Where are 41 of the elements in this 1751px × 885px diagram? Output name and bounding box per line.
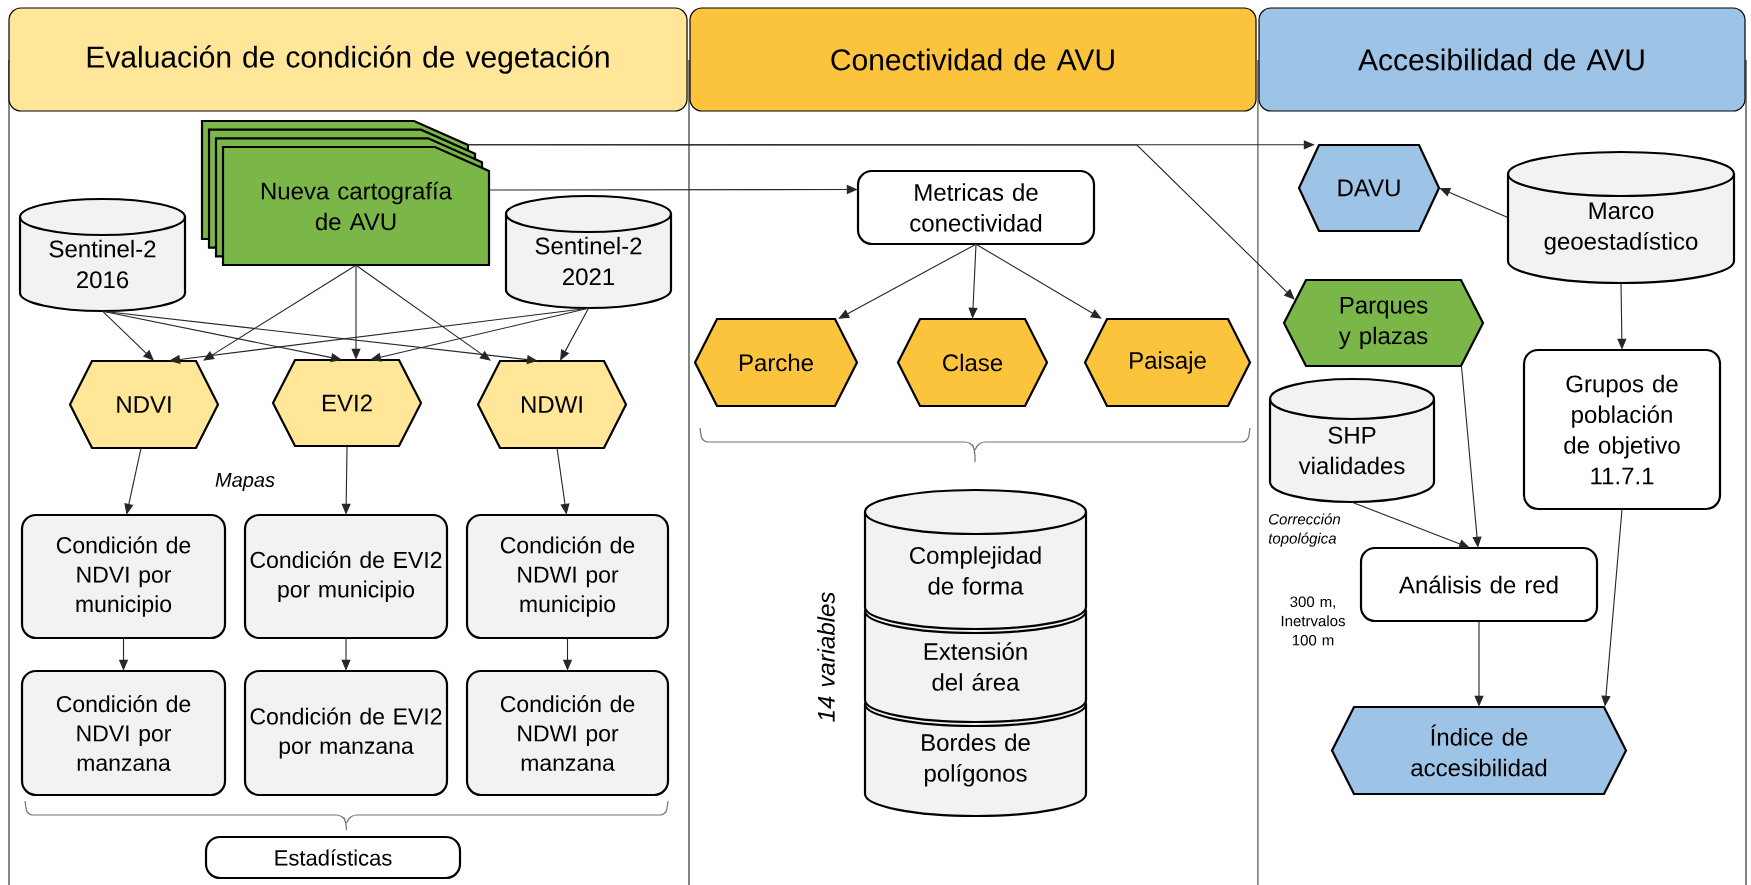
hexagon: NDVI: [68, 359, 220, 450]
hexagon: Índice de accesibilidad: [1330, 705, 1628, 796]
process-box: Condición de EVI2 por manzana: [243, 669, 449, 797]
hexagon: DAVU: [1297, 143, 1441, 233]
annotation-text: 14 variables: [817, 592, 835, 722]
cylinder-segment: Complejidad de forma: [863, 488, 1088, 631]
database-cylinder: Sentinel-2 2016: [18, 197, 187, 313]
hexagon: Clase: [896, 317, 1049, 408]
arrow: [1351, 501, 1470, 549]
hexagon: NDWI: [476, 359, 628, 450]
database-cylinder: Sentinel-2 2021: [504, 194, 673, 310]
annotation-text: Mapas: [215, 473, 275, 491]
header-band: Accesibilidad de AVU: [1258, 7, 1746, 112]
process-box: Grupos de población de objetivo 11.7.1: [1522, 348, 1722, 511]
arrow: [560, 307, 590, 361]
process-box: Condición de EVI2 por municipio: [243, 513, 449, 640]
annotation-text: Corrección topológica: [1268, 513, 1341, 547]
arrow: [101, 310, 154, 361]
database-cylinder: Marco geoestadístico: [1506, 150, 1736, 285]
document-stack: Nueva cartografía de AVU: [200, 119, 491, 267]
annotation-text: 300 m, Inetrvalos 100 m: [1281, 596, 1345, 646]
arrow: [467, 144, 1295, 300]
arrow: [838, 243, 977, 319]
process-box: Condición de NDWI por municipio: [465, 513, 670, 640]
process-box: Estadísticas: [204, 835, 462, 880]
arrow: [370, 307, 590, 362]
header-band: Conectividad de AVU: [689, 7, 1257, 112]
process-box: Condición de NDVI por manzana: [20, 669, 227, 797]
process-box: Condición de NDVI por municipio: [20, 513, 227, 640]
hexagon: EVI2: [271, 358, 423, 448]
process-box: Condición de NDWI por manzana: [465, 669, 670, 797]
arrow: [355, 264, 491, 361]
arrow: [975, 243, 1102, 319]
hexagon: Parche: [693, 317, 859, 408]
arrow: [203, 264, 357, 361]
process-box: Metricas de conectividad: [856, 169, 1096, 246]
database-cylinder: SHP vialidades: [1268, 377, 1436, 504]
hexagon: Parques y plazas: [1282, 278, 1485, 368]
process-box: Análisis de red: [1359, 546, 1599, 623]
header-band: Evaluación de condición de vegetación: [8, 7, 688, 112]
hexagon: Paisaje: [1083, 317, 1252, 408]
